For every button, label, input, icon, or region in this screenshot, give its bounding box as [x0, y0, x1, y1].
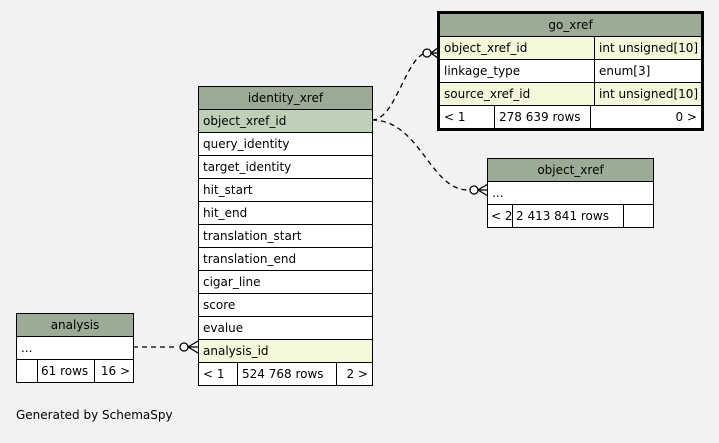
parents-count[interactable]: < 1 [203, 367, 225, 381]
table-analysis[interactable]: analysis ... 61 rows 16 > [16, 313, 134, 383]
column-row[interactable]: source_xref_id int unsigned[10] [440, 83, 701, 106]
link-identity-to-go-xref [371, 52, 426, 121]
table-title[interactable]: analysis [17, 314, 133, 337]
column-row[interactable]: translation_end [199, 248, 372, 271]
parents-count[interactable] [17, 360, 37, 382]
column-name: hit_end [203, 206, 248, 220]
column-name: analysis_id [203, 344, 269, 358]
column-name: cigar_line [203, 275, 261, 289]
row-count: 61 rows [37, 360, 94, 382]
column-row[interactable]: score [199, 294, 372, 317]
table-object-xref[interactable]: object_xref ... < 2 2 413 841 rows [487, 158, 654, 228]
column-name: object_xref_id [444, 41, 528, 55]
children-count[interactable]: 0 > [590, 106, 701, 128]
row-count: 2 413 841 rows [512, 205, 623, 227]
table-footer: < 1 524 768 rows 2 > [199, 363, 372, 385]
column-name: translation_end [203, 252, 297, 266]
column-ellipsis: ... [21, 341, 33, 355]
row-count: 278 639 rows [494, 106, 590, 128]
column-ellipsis: ... [492, 186, 504, 200]
column-row[interactable]: analysis_id [199, 340, 372, 363]
column-row[interactable]: ... [17, 337, 133, 360]
generated-by-text: Generated by SchemaSpy [16, 408, 173, 422]
table-title[interactable]: go_xref [440, 14, 701, 37]
column-row[interactable]: translation_start [199, 225, 372, 248]
table-go-xref[interactable]: go_xref object_xref_id int unsigned[10] … [437, 11, 704, 131]
column-row[interactable]: target_identity [199, 156, 372, 179]
column-name: source_xref_id [444, 87, 531, 101]
column-row[interactable]: object_xref_id [199, 110, 372, 133]
table-identity-xref[interactable]: identity_xref object_xref_id query_ident… [198, 86, 373, 386]
column-name: query_identity [203, 137, 290, 151]
column-name: object_xref_id [203, 114, 287, 128]
column-row[interactable]: ... [488, 182, 653, 205]
table-title[interactable]: identity_xref [199, 87, 372, 110]
column-name: hit_start [203, 183, 253, 197]
link-analysis-crowfoot [187, 340, 199, 354]
parents-count[interactable]: < 2 [491, 209, 512, 223]
parents-count[interactable]: < 1 [444, 110, 466, 124]
column-name: score [203, 298, 236, 312]
link-object-xref-zero-marker [469, 185, 479, 195]
link-analysis-zero-marker [179, 342, 189, 352]
table-footer: < 1 278 639 rows 0 > [440, 106, 701, 128]
column-row[interactable]: query_identity [199, 133, 372, 156]
children-count[interactable]: 2 > [336, 363, 372, 385]
link-object-xref-crowfoot [477, 183, 489, 197]
table-title[interactable]: object_xref [488, 159, 653, 182]
children-count[interactable] [623, 205, 653, 227]
column-name: target_identity [203, 160, 292, 174]
column-type: int unsigned[10] [594, 83, 701, 105]
column-type: enum[3] [594, 60, 701, 82]
column-row[interactable]: cigar_line [199, 271, 372, 294]
row-count: 524 768 rows [237, 363, 336, 385]
table-footer: < 2 2 413 841 rows [488, 205, 653, 227]
column-name: linkage_type [444, 64, 521, 78]
table-footer: 61 rows 16 > [17, 360, 133, 382]
column-name: evalue [203, 321, 244, 335]
link-go-xref-zero-marker [422, 48, 432, 58]
link-identity-to-object-xref [371, 119, 469, 191]
column-row[interactable]: object_xref_id int unsigned[10] [440, 37, 701, 60]
column-row[interactable]: linkage_type enum[3] [440, 60, 701, 83]
children-count[interactable]: 16 > [94, 360, 133, 382]
column-name: translation_start [203, 229, 302, 243]
column-row[interactable]: hit_end [199, 202, 372, 225]
column-row[interactable]: evalue [199, 317, 372, 340]
column-row[interactable]: hit_start [199, 179, 372, 202]
column-type: int unsigned[10] [594, 37, 701, 59]
